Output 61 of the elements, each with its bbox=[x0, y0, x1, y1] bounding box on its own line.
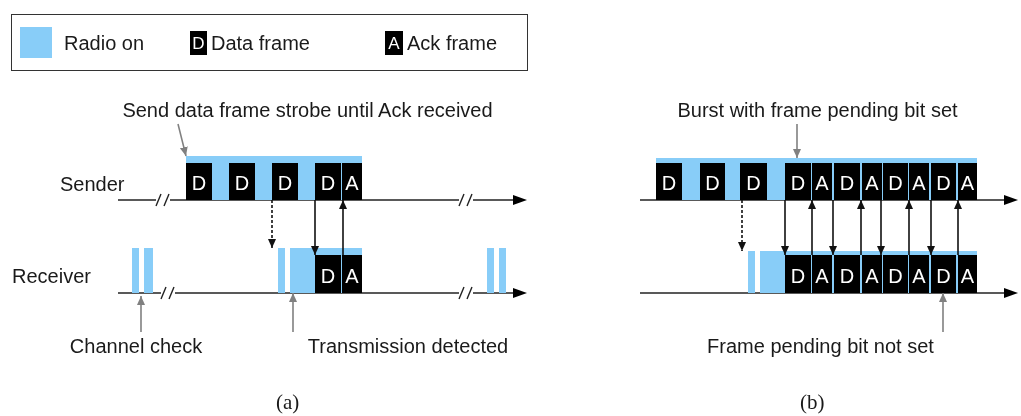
frame-block: D bbox=[785, 255, 811, 293]
arrow bbox=[954, 199, 962, 256]
frame-block: A bbox=[812, 163, 832, 200]
frame-block: D bbox=[834, 163, 860, 200]
arrow bbox=[738, 199, 746, 252]
row-label: Receiver bbox=[12, 264, 91, 289]
leader-arrow bbox=[137, 295, 145, 333]
frame-block: D bbox=[883, 255, 908, 293]
radio-on-band bbox=[760, 251, 977, 293]
frame-block: D bbox=[785, 163, 811, 200]
frame-block: A bbox=[909, 255, 929, 293]
frame-block: D bbox=[700, 163, 725, 200]
annotation-text: Transmission detected bbox=[283, 332, 533, 360]
frame-block: A bbox=[862, 163, 882, 200]
annotation-text: Frame pending bit not set bbox=[673, 332, 968, 360]
radio-on-band bbox=[656, 158, 977, 200]
frame-block: D bbox=[186, 163, 212, 200]
frame-block: A bbox=[862, 255, 882, 293]
frame-block: A bbox=[342, 255, 362, 293]
swatch-letter: A bbox=[387, 33, 401, 55]
frame-block: D bbox=[272, 163, 298, 200]
arrow bbox=[808, 199, 816, 256]
frame-block: D bbox=[834, 255, 860, 293]
leader-arrow bbox=[793, 123, 801, 159]
radio-on-band bbox=[186, 156, 362, 200]
arrow bbox=[927, 199, 935, 256]
frame-block: A bbox=[958, 163, 977, 200]
leader-arrow bbox=[289, 292, 297, 333]
radio-on-band bbox=[290, 248, 362, 293]
frame-block: D bbox=[315, 255, 341, 293]
arrow bbox=[905, 199, 913, 256]
frame-block: D bbox=[656, 163, 682, 200]
arrow bbox=[311, 199, 319, 256]
annotation-text: Channel check bbox=[50, 332, 222, 360]
panel-caption: (a) bbox=[276, 389, 300, 416]
frame-block: D bbox=[931, 255, 956, 293]
arrow bbox=[268, 199, 276, 249]
arrow bbox=[781, 199, 789, 256]
frame-block: A bbox=[812, 255, 832, 293]
frame-block: D bbox=[315, 163, 341, 200]
annotation-text: Send data frame strobe until Ack received bbox=[80, 96, 535, 124]
swatch-letter: D bbox=[191, 33, 206, 55]
frame-block: A bbox=[909, 163, 929, 200]
legend-text: Ack frame bbox=[407, 31, 498, 56]
row-label: Sender bbox=[60, 172, 125, 197]
arrow bbox=[857, 199, 865, 256]
leader-arrow bbox=[177, 123, 188, 157]
frame-block: D bbox=[931, 163, 956, 200]
panel-caption: (b) bbox=[800, 389, 825, 416]
frame-block: A bbox=[958, 255, 977, 293]
legend-text: Radio on bbox=[64, 31, 145, 56]
annotation-text: Burst with frame pending bit set bbox=[645, 96, 990, 124]
frame-block: A bbox=[342, 163, 362, 200]
legend-text: Data frame bbox=[211, 31, 310, 56]
frame-block: D bbox=[883, 163, 908, 200]
frame-block: D bbox=[740, 163, 767, 200]
frame-block: D bbox=[229, 163, 255, 200]
arrow bbox=[829, 199, 837, 256]
leader-arrow bbox=[939, 292, 947, 333]
arrow bbox=[339, 199, 347, 256]
arrow bbox=[877, 199, 885, 256]
